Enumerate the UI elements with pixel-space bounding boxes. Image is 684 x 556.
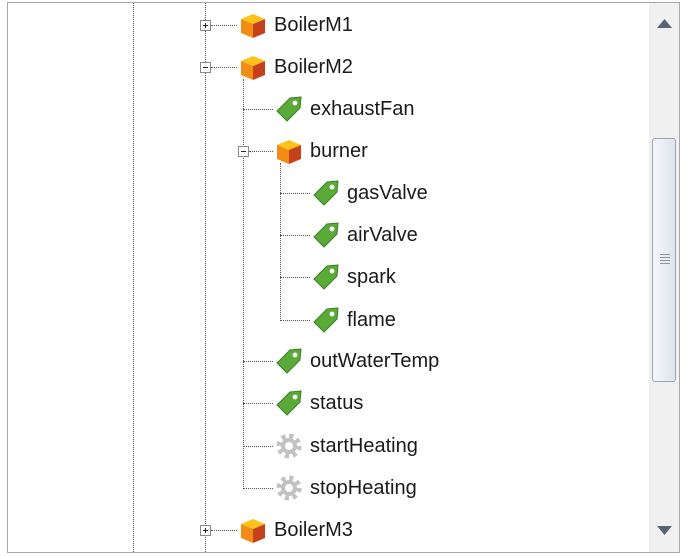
scrollbar-thumb[interactable]: [652, 138, 676, 382]
gear-icon: [273, 430, 305, 462]
tree-connector: [249, 151, 273, 152]
tree-node-label: airValve: [347, 223, 418, 246]
tree-connector: [211, 67, 237, 68]
tag-icon: [310, 177, 342, 209]
cube-icon: [273, 135, 305, 167]
cube-icon: [237, 514, 269, 546]
arrow-up-icon: [657, 19, 672, 28]
tag-icon: [310, 261, 342, 293]
tree-connector: [280, 320, 310, 321]
tag-icon: [310, 304, 342, 336]
cube-icon: [237, 51, 269, 83]
tree-level1-guide-line: [205, 3, 206, 552]
tree-node-label: gasValve: [347, 181, 428, 204]
tree-node-outwatertemp[interactable]: outWaterTemp: [273, 344, 439, 378]
tree-node-label: flame: [347, 308, 396, 331]
tree-burner-child-line: [280, 163, 281, 321]
tree-connector: [243, 403, 273, 404]
tree-connector: [243, 446, 273, 447]
tree-connector: [280, 235, 310, 236]
tree-connector: [211, 25, 237, 26]
tree-node-label: burner: [310, 139, 368, 162]
collapse-boilerm2-button[interactable]: [200, 62, 211, 73]
tree-node-flame[interactable]: flame: [310, 303, 396, 337]
tree-node-status[interactable]: status: [273, 386, 363, 420]
tree-node-boilerm1[interactable]: BoilerM1: [237, 8, 353, 42]
tree-node-stopheating[interactable]: stopHeating: [273, 471, 417, 505]
tree-node-label: stopHeating: [310, 476, 417, 499]
tree-connector: [243, 488, 273, 489]
expand-boilerm3-button[interactable]: [200, 525, 211, 536]
tree-node-label: BoilerM1: [274, 13, 353, 36]
tag-icon: [310, 219, 342, 251]
tree-connector: [243, 361, 273, 362]
cube-icon: [237, 9, 269, 41]
tag-icon: [273, 93, 305, 125]
tree-node-spark[interactable]: spark: [310, 260, 396, 294]
tree-node-label: status: [310, 391, 364, 414]
tree-node-gasvalve[interactable]: gasValve: [310, 176, 428, 210]
tree-connector: [211, 530, 237, 531]
tree-root-guide-line: [133, 3, 134, 552]
tree-boilerm2-child-line: [243, 79, 244, 489]
tree-connector: [280, 277, 310, 278]
arrow-down-icon: [657, 526, 672, 535]
tree-node-exhaustfan[interactable]: exhaustFan: [273, 92, 415, 126]
tree-panel: BoilerM1 BoilerM2 exhaustFan burner gasV…: [7, 2, 680, 553]
tree-node-label: startHeating: [310, 434, 418, 457]
tree-node-boilerm2[interactable]: BoilerM2: [237, 50, 353, 84]
collapse-burner-button[interactable]: [238, 146, 249, 157]
tree-node-label: spark: [347, 265, 396, 288]
tree-connector: [280, 193, 310, 194]
tree-node-label: exhaustFan: [310, 97, 415, 120]
tree-node-label: BoilerM3: [274, 518, 353, 541]
tree-node-label: outWaterTemp: [310, 349, 440, 372]
gear-icon: [273, 472, 305, 504]
tag-icon: [273, 345, 305, 377]
tree-node-label: BoilerM2: [274, 55, 353, 78]
tree-node-airvalve[interactable]: airValve: [310, 218, 418, 252]
scroll-up-button[interactable]: [649, 7, 679, 41]
tree-node-startheating[interactable]: startHeating: [273, 429, 418, 463]
vertical-scrollbar[interactable]: [649, 3, 679, 552]
tree-connector: [243, 109, 273, 110]
tree-node-boilerm3[interactable]: BoilerM3: [237, 513, 353, 547]
scroll-down-button[interactable]: [649, 514, 679, 548]
tag-icon: [273, 387, 305, 419]
expand-boilerm1-button[interactable]: [200, 20, 211, 31]
tree-node-burner[interactable]: burner: [273, 134, 368, 168]
